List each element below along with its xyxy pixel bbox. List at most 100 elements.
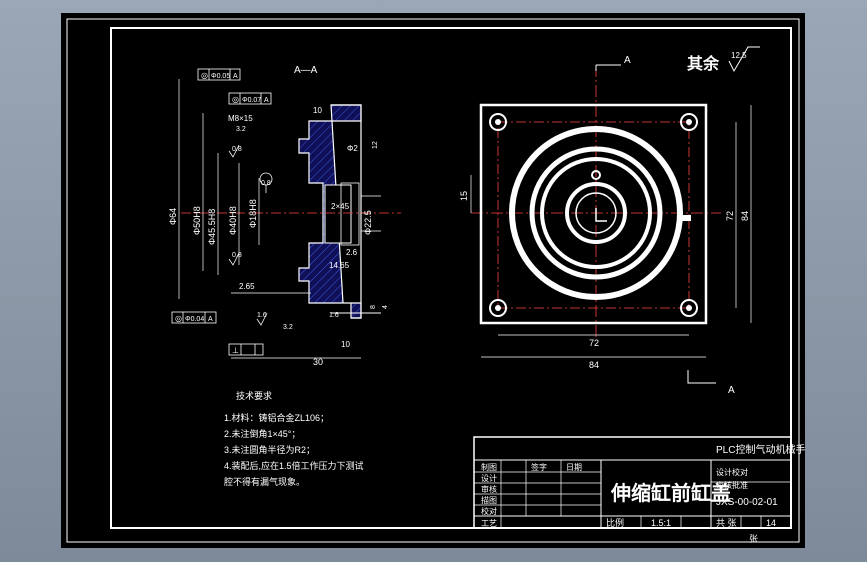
tech-req-item-4: 4.装配后,应在1.5倍工作压力下测试 (224, 460, 364, 471)
inner-border (110, 27, 792, 529)
dim-d2: Φ2 (347, 144, 358, 153)
tb-scale: 1.5:1 (651, 518, 671, 528)
drawing-viewport[interactable]: A—A Φ64 Φ50H8 Φ45.5H8 Φ40H8 Φ18H8 Φ22.5 … (61, 13, 805, 548)
slot-notch (677, 215, 691, 221)
dim-h15: 15 (459, 191, 469, 201)
view-arrow-top (595, 64, 621, 71)
tb-project: PLC控制气动机械手 (716, 443, 805, 456)
dim-w72: 72 (589, 338, 599, 348)
dim-chamfer: 2×45 (331, 202, 350, 211)
svg-text:◎: ◎ (232, 95, 239, 104)
tech-req-item-5: 腔不得有漏气现象。 (224, 476, 305, 487)
bolt-hole-bl (489, 299, 507, 317)
dim-w26: 2.6 (346, 248, 358, 257)
tech-req-item-1: 1.材料：铸铝合金ZL106； (224, 412, 329, 423)
tb-col-date: 日期 (566, 463, 582, 472)
tb-row-5: 校对 (481, 506, 497, 516)
bolt-hole-br (680, 299, 698, 317)
svg-text:◎: ◎ (201, 71, 208, 80)
plan-view: A A 72 84 72 84 15 (459, 55, 752, 396)
svg-text:A: A (264, 97, 269, 104)
svg-text:Φ0.04: Φ0.04 (185, 316, 204, 323)
dim-d64: Φ64 (168, 208, 178, 225)
rough-32-a: 3.2 (236, 126, 246, 133)
ring-3 (540, 157, 652, 269)
rough-08-c: 0.8 (232, 252, 242, 259)
tb-sheet-label: 共 张 (716, 518, 737, 528)
dim-w10b: 10 (341, 340, 350, 349)
port-hole (591, 170, 601, 180)
dim-h72: 72 (725, 211, 735, 221)
rough-08-b: 0.8 (261, 180, 271, 187)
dim-w30: 30 (313, 357, 323, 367)
dim-w1465: 14.65 (329, 261, 350, 270)
svg-text:◎: ◎ (175, 314, 182, 323)
svg-text:Φ0.07: Φ0.07 (242, 97, 261, 104)
roughness-symbol-3 (256, 312, 268, 326)
svg-text:A: A (233, 73, 238, 80)
ring-inner (565, 182, 627, 244)
dim-d22: Φ22.5 (363, 210, 373, 235)
tb-part-name: 伸缩缸前缸盖 (610, 481, 731, 505)
svg-text:⊥: ⊥ (232, 346, 239, 355)
tech-req-item-3: 3.未注圆角半径为R2； (224, 444, 315, 455)
tb-row-4: 描图 (481, 495, 497, 505)
section-label: A—A (294, 65, 318, 76)
dim-d45: Φ45.5H8 (207, 209, 217, 245)
drawing-canvas: A—A Φ64 Φ50H8 Φ45.5H8 Φ40H8 Φ18H8 Φ22.5 … (66, 18, 805, 544)
dim-a8: 8 (370, 305, 377, 309)
tb-col-sign: 签字 (531, 462, 547, 472)
perpendicularity-frame: ⊥ (228, 343, 264, 356)
svg-text:Φ0.05: Φ0.05 (211, 73, 230, 80)
roughness-symbol (728, 46, 760, 73)
roughness-label: 其余 (687, 54, 720, 73)
tb-row-2: 设计 (481, 473, 497, 483)
roughness-symbol-2 (228, 252, 240, 266)
title-block: 制图 设计 审核 描图 校对 工艺 签字 日期 PLC控制气动机械手 伸缩缸前缸… (473, 436, 805, 544)
tb-right-row-2: 审核批准 (716, 480, 748, 490)
roughness-symbol-1 (228, 144, 240, 158)
dim-thread: M8×15 (228, 114, 253, 123)
dim-h84: 84 (740, 211, 750, 221)
plate-outline (479, 103, 708, 325)
tb-row-3: 审核 (481, 484, 497, 494)
dim-d18: Φ18H8 (248, 199, 258, 228)
tb-scale-label: 比例 (606, 517, 624, 528)
tb-right-row-1: 设计校对 (716, 467, 748, 477)
roughness-value: 12.5 (731, 51, 747, 60)
dim-w84: 84 (589, 360, 599, 370)
tb-sheet: 14 (766, 518, 776, 528)
tech-req-title: 技术要求 (236, 390, 272, 401)
ring-2 (529, 146, 663, 280)
ring-outer (509, 126, 683, 300)
view-arrow-top-label: A (624, 55, 631, 66)
dim-d50: Φ50H8 (192, 206, 202, 235)
inner-cavity (340, 182, 360, 246)
view-arrow-bottom-label: A (728, 385, 735, 396)
dim-a12: 12 (372, 141, 379, 149)
dim-a4: 4 (382, 305, 389, 309)
tech-requirements: 技术要求 1.材料：铸铝合金ZL106； 2.未注倒角1×45°； 3.未注圆角… (224, 390, 364, 487)
dim-d40: Φ40H8 (228, 206, 238, 235)
rough-16-b: 1.6 (329, 312, 339, 319)
tb-row-1: 制图 (481, 462, 497, 472)
center-mark (595, 208, 607, 222)
roughness-note: 其余 12.5 (687, 46, 760, 73)
tb-drawing-no: JXS-00-02-01 (716, 497, 778, 508)
tolerance-frame-3: ◎ Φ0.04 A (171, 311, 217, 324)
outer-border (66, 18, 800, 543)
tolerance-frame-1: ◎ Φ0.05 A (197, 68, 241, 81)
svg-text:A: A (208, 316, 213, 323)
bore-hole (575, 192, 617, 234)
section-bore (324, 184, 352, 244)
rough-16-a: 1.6 (257, 312, 267, 319)
tolerance-frame-2: ◎ Φ0.07 A (228, 92, 272, 105)
tb-row-6: 工艺 (481, 519, 497, 528)
bolt-hole-tr (680, 113, 698, 131)
dim-w265: 2.65 (239, 282, 255, 291)
section-view: A—A Φ64 Φ50H8 Φ45.5H8 Φ40H8 Φ18H8 Φ22.5 … (168, 65, 401, 367)
view-arrow-bottom (687, 370, 716, 384)
tech-req-item-2: 2.未注倒角1×45°； (224, 428, 300, 439)
rough-32-b: 3.2 (283, 324, 293, 331)
bolt-hole-tl (489, 113, 507, 131)
